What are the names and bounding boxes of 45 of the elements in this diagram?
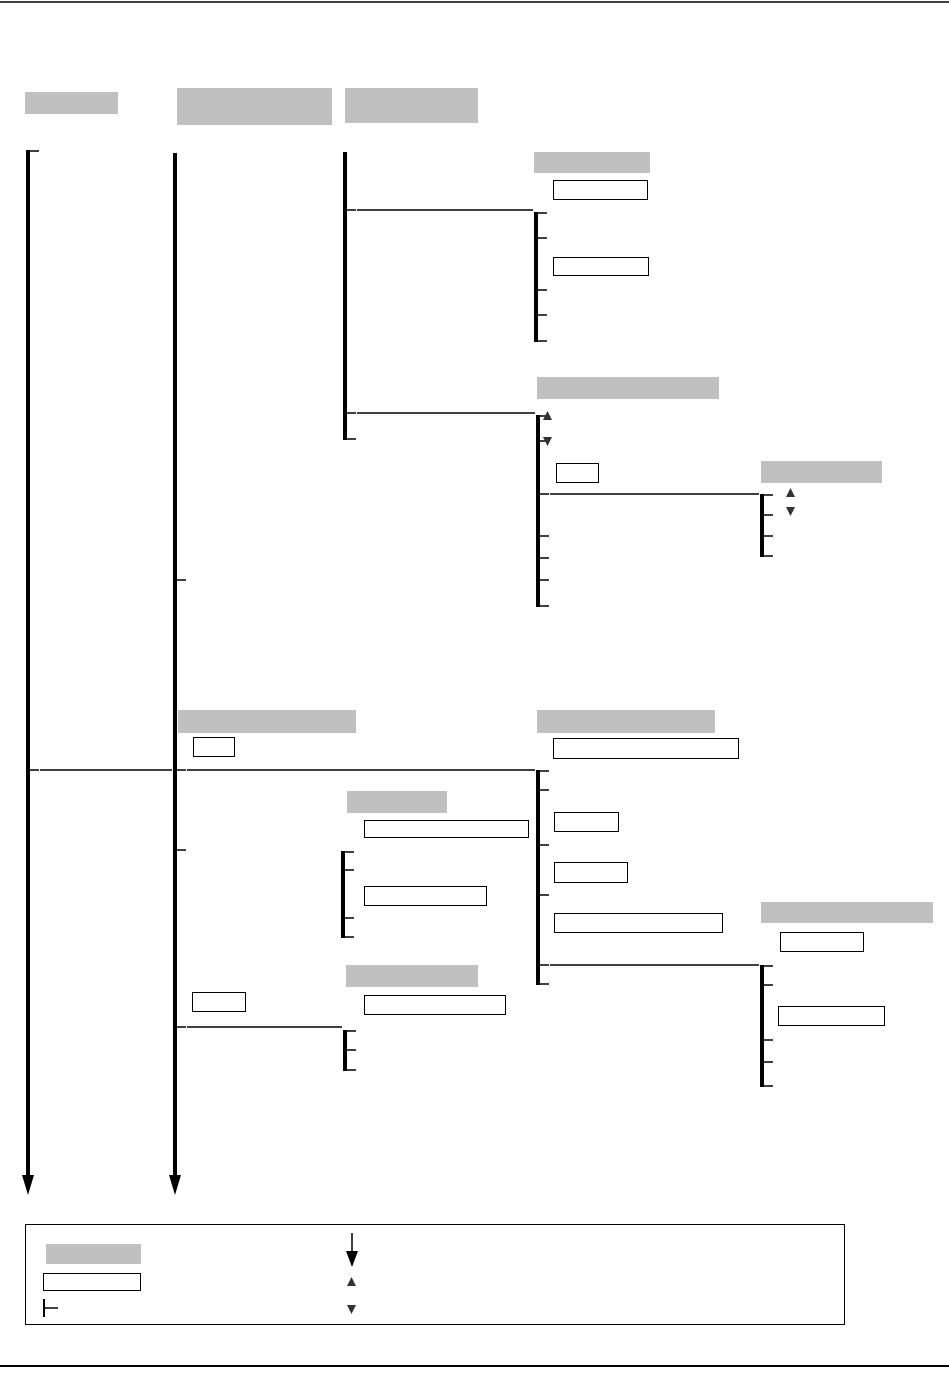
label-box <box>554 913 723 933</box>
branch-symbol <box>41 1299 59 1317</box>
header-bar <box>346 965 478 987</box>
bracket-line <box>22 150 40 1195</box>
label-box <box>192 992 246 1012</box>
up-triangle-icon <box>347 1277 356 1286</box>
label-box <box>364 820 529 838</box>
header-bar <box>345 88 478 123</box>
label-box <box>553 257 649 276</box>
label-box <box>364 995 506 1015</box>
header-bar <box>537 377 719 399</box>
legend-frame <box>25 1224 845 1325</box>
label-box <box>556 463 599 483</box>
header-bar <box>178 710 356 733</box>
connector-line <box>356 209 534 211</box>
connector-line <box>549 964 760 966</box>
down-triangle-icon <box>786 507 795 516</box>
connector-line <box>39 769 173 771</box>
connector-line <box>186 1026 343 1028</box>
header-bar <box>347 791 447 813</box>
label-box <box>778 1006 885 1026</box>
label-box <box>193 737 235 757</box>
label-box <box>554 862 628 883</box>
label-box <box>553 738 739 759</box>
header-bar <box>534 152 650 173</box>
label-box <box>553 180 648 200</box>
label-box <box>43 1273 141 1291</box>
up-triangle-icon <box>786 488 795 497</box>
up-triangle-icon <box>543 411 552 420</box>
header-bar <box>177 88 332 125</box>
header-bar <box>25 92 118 114</box>
connector-line <box>549 493 760 495</box>
connector-line <box>356 412 536 414</box>
header-bar <box>537 710 715 733</box>
header-bar <box>46 1244 141 1264</box>
header-bar <box>761 902 933 923</box>
header-bar <box>761 461 882 483</box>
down-triangle-icon <box>347 1305 356 1314</box>
down-arrow-icon <box>346 1233 358 1267</box>
label-box <box>364 886 487 906</box>
label-box <box>554 812 619 832</box>
connector-line <box>186 769 536 771</box>
label-box <box>780 932 864 952</box>
bracket-line <box>169 153 187 1195</box>
down-triangle-icon <box>543 437 552 446</box>
